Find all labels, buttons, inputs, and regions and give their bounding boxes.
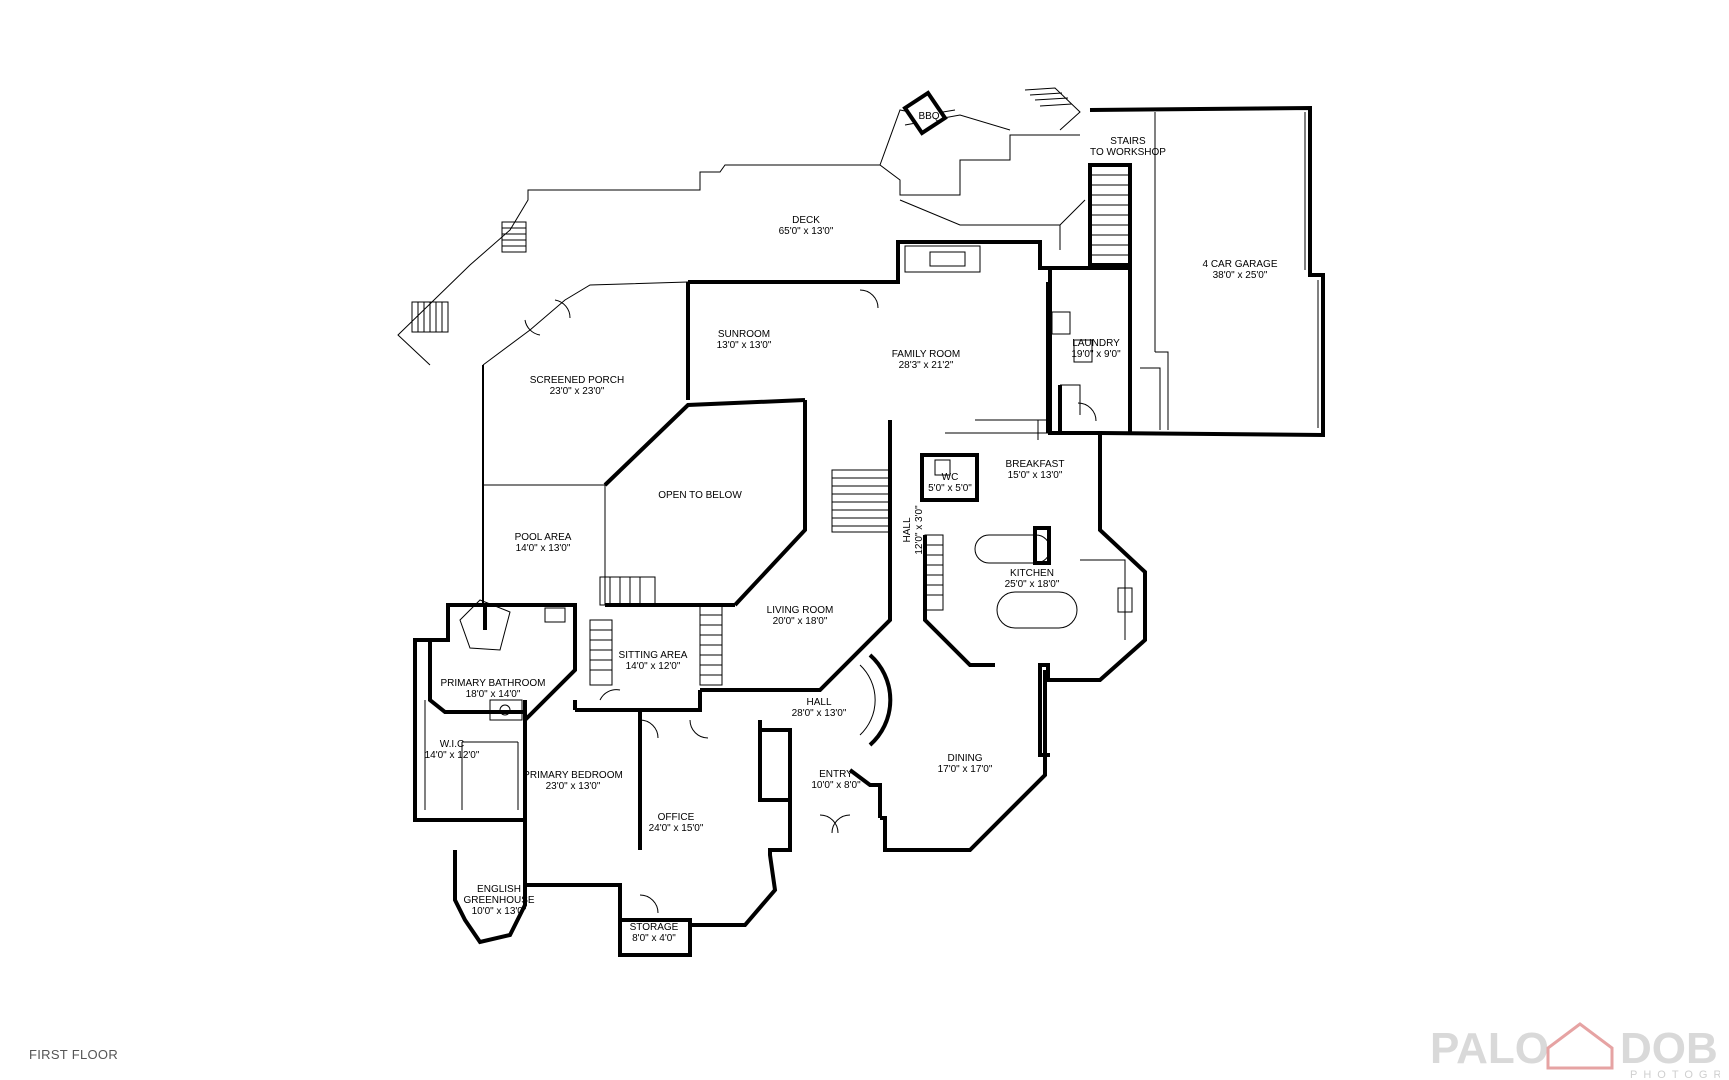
- room-name: W.I.C: [440, 739, 464, 750]
- room-bbq: BBQ: [918, 111, 939, 122]
- bath-fixtures: [459, 459, 951, 721]
- room-dimensions: 15'0" x 13'0": [1008, 470, 1063, 481]
- room-name: PRIMARY BATHROOM: [440, 678, 545, 689]
- room-dimensions: 14'0" x 13'0": [516, 543, 571, 554]
- interior-thin-walls: [424, 281, 1101, 810]
- room-dimensions: 13'0" x 13'0": [717, 340, 772, 351]
- room-name: OPEN TO BELOW: [658, 490, 742, 501]
- deck-stairs-left: [411, 221, 527, 333]
- room-name: GREENHOUSE: [463, 895, 534, 906]
- laundry-fixtures: [1051, 311, 1093, 415]
- room-dimensions: 14'0" x 12'0": [425, 750, 480, 761]
- room-name: WC: [942, 472, 959, 483]
- room-dimensions: 23'0" x 13'0": [546, 781, 601, 792]
- brand-logo: PALO DOBRIK PHOTOGRAPHY: [1430, 1022, 1720, 1080]
- room-name: LAUNDRY: [1072, 338, 1120, 349]
- room-dimensions: 65'0" x 13'0": [779, 226, 834, 237]
- room-wic: W.I.C14'0" x 12'0": [425, 739, 480, 761]
- room-dimensions: 10'0" x 13'0": [472, 906, 527, 917]
- room-dimensions: 5'0" x 5'0": [928, 483, 972, 494]
- brand-sub: PHOTOGRAPHY: [1630, 1069, 1720, 1080]
- room-dimensions: 14'0" x 12'0": [626, 661, 681, 672]
- room-name: PRIMARY BEDROOM: [523, 770, 623, 781]
- kitchen-islands: [974, 526, 1133, 640]
- room-name: 4 CAR GARAGE: [1202, 259, 1277, 270]
- room-name: STORAGE: [630, 922, 679, 933]
- exterior-walls: [413, 240, 1147, 957]
- room-dimensions: 19'0" x 9'0": [1071, 349, 1121, 360]
- garage-walls: [1089, 105, 1325, 438]
- room-dimensions: 18'0" x 14'0": [466, 689, 521, 700]
- deck-outline: [397, 109, 1086, 366]
- curved-stair: [859, 653, 893, 747]
- hall-vertical-name: HALL: [902, 517, 913, 542]
- house-icon: [1546, 1022, 1614, 1070]
- room-wc: WC5'0" x 5'0": [928, 472, 972, 494]
- deck-stairs-right: [1024, 87, 1081, 131]
- brand-part1: PALO: [1430, 1024, 1549, 1073]
- room-dimensions: 20'0" x 18'0": [773, 616, 828, 627]
- room-name: KITCHEN: [1010, 568, 1054, 579]
- room-name: STAIRS: [1110, 136, 1146, 147]
- room-dimensions: 25'0" x 18'0": [1005, 579, 1060, 590]
- room-dimensions: 28'3" x 21'2": [899, 360, 954, 371]
- room-name: FAMILY ROOM: [892, 349, 961, 360]
- hall-vertical-label: HALL 12'0" x 3'0": [902, 505, 925, 555]
- brand-part2: DOBRIK: [1620, 1024, 1720, 1073]
- room-name: DECK: [792, 215, 820, 226]
- room-name: SITTING AREA: [619, 650, 688, 661]
- floor-label: FIRST FLOOR: [29, 1047, 119, 1062]
- room-name: ENTRY: [819, 769, 853, 780]
- hall-vertical-dims: 12'0" x 3'0": [914, 505, 925, 555]
- room-open: OPEN TO BELOW: [658, 490, 742, 501]
- room-dimensions: 28'0" x 13'0": [792, 708, 847, 719]
- room-name: BBQ: [918, 111, 939, 122]
- room-name: SCREENED PORCH: [530, 375, 624, 386]
- room-dimensions: 38'0" x 25'0": [1213, 270, 1268, 281]
- room-name: LIVING ROOM: [767, 605, 834, 616]
- fireplace: [904, 245, 981, 273]
- main-stairs: [589, 469, 944, 686]
- room-dimensions: 17'0" x 17'0": [938, 764, 993, 775]
- room-name: DINING: [948, 753, 983, 764]
- room-name: POOL AREA: [515, 532, 572, 543]
- door-swings: [524, 289, 1097, 914]
- workshop-stairs: [1088, 163, 1132, 267]
- room-name: HALL: [806, 697, 831, 708]
- room-dimensions: 23'0" x 23'0": [550, 386, 605, 397]
- room-name: OFFICE: [658, 812, 695, 823]
- room-dimensions: 24'0" x 15'0": [649, 823, 704, 834]
- room-name: SUNROOM: [718, 329, 770, 340]
- room-name: ENGLISH: [477, 884, 521, 895]
- room-dimensions: 10'0" x 8'0": [811, 780, 861, 791]
- room-dimensions: 8'0" x 4'0": [632, 933, 676, 944]
- bbq-fixture: [902, 90, 948, 136]
- room-name: BREAKFAST: [1006, 459, 1065, 470]
- room-name: TO WORKSHOP: [1090, 147, 1166, 158]
